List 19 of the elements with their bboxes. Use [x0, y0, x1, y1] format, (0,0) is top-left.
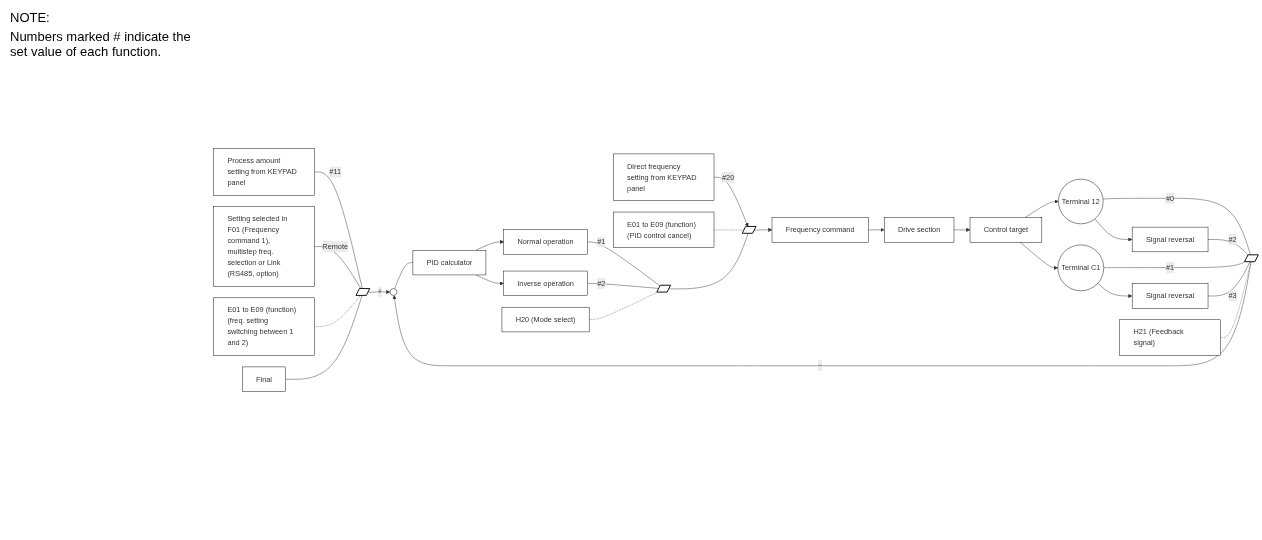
node-switch: [741, 225, 757, 234]
connector: [394, 262, 414, 289]
note-text: NOTE:: [10, 10, 51, 25]
connector: [587, 241, 661, 287]
connector: [713, 229, 745, 231]
node-circle: [389, 288, 398, 296]
note-text: Numbers marked # indicate the set value of each function.: [10, 29, 192, 59]
connector: [1103, 261, 1246, 268]
connector: [588, 291, 658, 320]
node-switch: [355, 287, 371, 296]
connector: [285, 295, 363, 380]
node-switch: [1244, 254, 1259, 262]
connector: [1207, 239, 1249, 256]
node-switch: [656, 284, 671, 293]
connector: [587, 283, 660, 289]
connector: [1102, 197, 1251, 256]
connector: [314, 295, 361, 327]
connector: [668, 233, 749, 289]
connector: [1207, 261, 1251, 297]
